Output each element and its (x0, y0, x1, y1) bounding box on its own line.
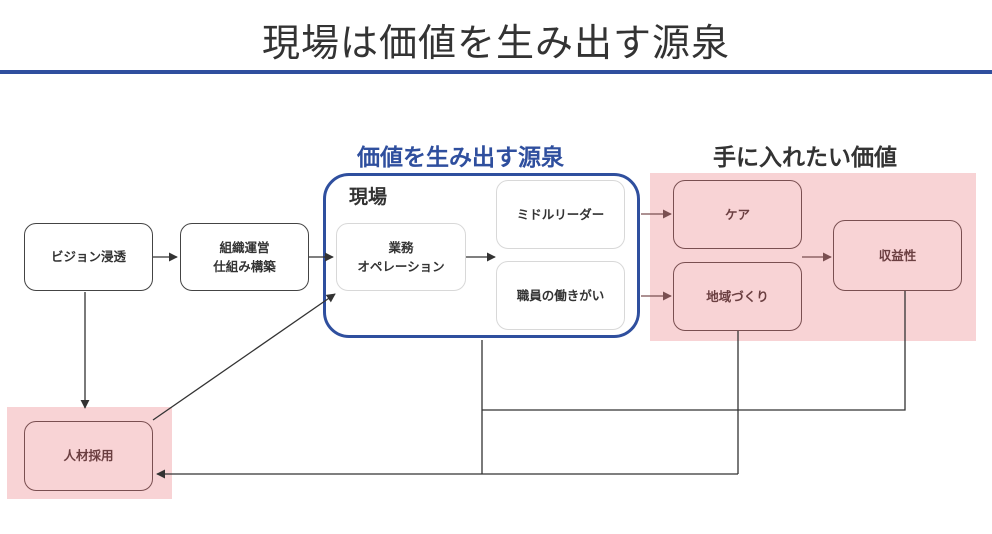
vision-node: ビジョン浸透 (24, 223, 153, 291)
genba-group (323, 173, 640, 338)
value-heading: 手に入れたい価値 (713, 145, 897, 171)
line-profit-feedback (482, 291, 906, 411)
profitability-node: 収益性 (833, 220, 962, 291)
middle-leader-node: ミドルリーダー (496, 180, 625, 249)
care-label: ケア (724, 206, 750, 222)
genba-label: 現場 (349, 186, 388, 208)
care-node: ケア (673, 180, 802, 249)
ops-label-line1: 業務 (388, 239, 414, 255)
staff-motivation-label: 職員の働きがい (516, 287, 605, 303)
title-underline (0, 70, 992, 74)
org-label-line2: 仕組み構築 (213, 259, 276, 274)
community-node: 地域づくり (673, 262, 802, 331)
ops-label-line2: オペレーション (357, 259, 445, 274)
org-label-line1: 組織運営 (219, 239, 270, 255)
middle-leader-label: ミドルリーダー (516, 206, 605, 222)
community-label: 地域づくり (706, 288, 769, 304)
recruitment-label: 人材採用 (63, 448, 114, 464)
source-heading: 価値を生み出す源泉 (357, 145, 564, 171)
recruitment-node: 人材採用 (24, 421, 153, 491)
staff-motivation-node: 職員の働きがい (496, 261, 625, 330)
arrow-recruitment-to-ops (152, 293, 336, 421)
slide-title: 現場は価値を生み出す源泉 (261, 21, 730, 65)
operations-node: 業務 オペレーション (336, 223, 466, 291)
org-node: 組織運営 仕組み構築 (180, 223, 309, 291)
vision-label: ビジョン浸透 (50, 249, 126, 265)
profitability-label: 収益性 (878, 247, 917, 263)
